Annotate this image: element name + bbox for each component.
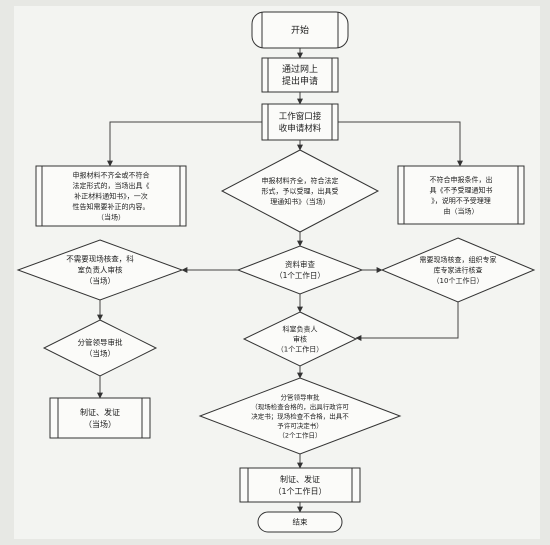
section-review-text: 科室负责人审核（1个工作日） [277, 325, 323, 354]
certify-left-text: 制证、发证 （当场） [80, 407, 120, 429]
connectors [97, 48, 463, 513]
leader-approve-right-line-1: 分管领导审批 [281, 392, 321, 401]
certify-left-line-1: 制证、发证 [80, 407, 120, 417]
incomplete-line-5: （当场） [97, 213, 125, 222]
node-leader-approve-left: 分管领导审批（当场） [42, 319, 158, 377]
leader-approve-left-line-1: 分管领导审批 [78, 337, 123, 347]
section-review-line-2: 审核 [293, 335, 307, 344]
node-section-review: 科室负责人审核（1个工作日） [242, 311, 358, 367]
not-qualified-line-4: 由（当场） [444, 206, 479, 215]
start-line-1: 开始 [291, 24, 309, 36]
review-line-2: （1个工作日） [275, 270, 325, 280]
node-window-receive: 工作窗口接收申请材料 [261, 103, 339, 141]
node-no-inspection: 不需要现场核查，科室负责人审核（当场） [16, 239, 184, 301]
not-qualified-line-1: 不符合申报条件，出 [430, 175, 493, 184]
no-inspection-line-1: 不需要现场核查，科 [66, 254, 134, 264]
incomplete-text: 申报材料不齐全或不符合法定形式的，当场出具《补正材料通知书》，一次性告知需要补正… [73, 171, 150, 222]
section-review-line-3: （1个工作日） [277, 345, 323, 354]
leader-approve-right-line-4: 予许可决定书） [277, 421, 323, 430]
need-inspection-text: 需要现场核查，组织专家库专家进行核查（10个工作日） [420, 255, 497, 285]
need-inspection-line-3: （10个工作日） [433, 276, 484, 285]
arrow-window-to-incomplete [107, 121, 276, 167]
node-certify-left: 制证、发证 （当场） [49, 397, 151, 439]
incomplete-line-4: 性告知需要补正的内容。 [73, 202, 150, 211]
node-start: 开始 [251, 11, 349, 49]
leader-approve-right-line-2: （现场检查合格的，出具行政许可 [251, 402, 349, 411]
incomplete-line-2: 法定形式的，当场出具《 [73, 181, 150, 190]
certify-left-line-2: （当场） [84, 419, 116, 429]
node-certify-right: 制证、发证 （1个工作日） [239, 467, 361, 503]
apply-online-line-1: 通过网上 [282, 63, 318, 75]
not-qualified-line-3: 》，说明不予受理理 [431, 196, 491, 205]
review-line-1: 资料审查 [285, 259, 315, 269]
certify-right-line-2: （1个工作日） [273, 486, 326, 496]
window-receive-line-2: 收申请材料 [279, 123, 322, 134]
end-text: 结束 [293, 517, 308, 527]
start-terminal [251, 11, 349, 49]
no-inspection-line-3: （当场） [85, 276, 115, 286]
window-receive-line-1: 工作窗口接 [279, 111, 322, 122]
need-inspection-line-2: 库专家进行核查 [434, 266, 483, 275]
certify-right-text: 制证、发证 （1个工作日） [273, 474, 326, 496]
node-apply-online: 通过网上提出申请 [261, 57, 339, 93]
leader-approve-left-text: 分管领导审批（当场） [78, 337, 123, 358]
section-review-line-1: 科室负责人 [283, 325, 318, 334]
certify-right-line-1: 制证、发证 [280, 474, 320, 484]
node-end: 结束 [257, 511, 343, 533]
node-not-qualified: 不符合申报条件，出具《不予受理通知书》，说明不予受理理由（当场） [397, 165, 525, 225]
node-need-inspection: 需要现场核查，组织专家库专家进行核查（10个工作日） [380, 237, 536, 303]
end-terminal [257, 511, 343, 533]
node-incomplete: 申报材料不齐全或不符合法定形式的，当场出具《补正材料通知书》，一次性告知需要补正… [35, 165, 187, 227]
apply-online-text: 通过网上提出申请 [282, 63, 318, 87]
start-text: 开始 [291, 24, 309, 36]
incomplete-line-1: 申报材料不齐全或不符合 [73, 171, 150, 180]
complete-line-1: 申报材料齐全，符合法定 [262, 176, 339, 185]
complete-line-3: 理通知书》（当场） [270, 197, 330, 206]
review-text: 资料审查（1个工作日） [275, 259, 325, 280]
no-inspection-line-2: 室负责人审核 [78, 265, 123, 275]
no-inspection-text: 不需要现场核查，科室负责人审核（当场） [66, 254, 134, 286]
leader-approve-right-line-3: 决定书；现场检查不合格，出具不 [251, 411, 349, 420]
apply-online-line-2: 提出申请 [282, 75, 318, 87]
incomplete-line-3: 补正材料通知书》，一次 [74, 192, 148, 201]
node-review: 资料审查（1个工作日） [236, 245, 364, 295]
not-qualified-text: 不符合申报条件，出具《不予受理通知书》，说明不予受理理由（当场） [430, 175, 493, 216]
leader-approve-right-text: 分管领导审批（现场检查合格的，出具行政许可决定书；现场检查不合格，出具不予许可决… [251, 392, 349, 439]
complete-text: 申报材料齐全，符合法定形式，予以受理，出具受理通知书》（当场） [262, 176, 339, 206]
not-qualified-line-2: 具《不予受理通知书 [430, 185, 493, 194]
arrow-window-to-not-qualified [324, 121, 463, 167]
arrow-need-inspection-to-section [355, 302, 459, 341]
leader-approve-right-line-5: （2个工作日） [278, 430, 321, 439]
node-leader-approve-right: 分管领导审批（现场检查合格的，出具行政许可决定书；现场检查不合格，出具不予许可决… [198, 377, 402, 455]
leader-approve-left-line-2: （当场） [85, 348, 115, 358]
need-inspection-line-1: 需要现场核查，组织专家 [420, 255, 497, 264]
end-line-1: 结束 [293, 517, 308, 527]
node-complete: 申报材料齐全，符合法定形式，予以受理，出具受理通知书》（当场） [220, 149, 380, 233]
complete-line-2: 形式，予以受理，出具受 [262, 187, 339, 196]
window-receive-text: 工作窗口接收申请材料 [279, 111, 322, 134]
